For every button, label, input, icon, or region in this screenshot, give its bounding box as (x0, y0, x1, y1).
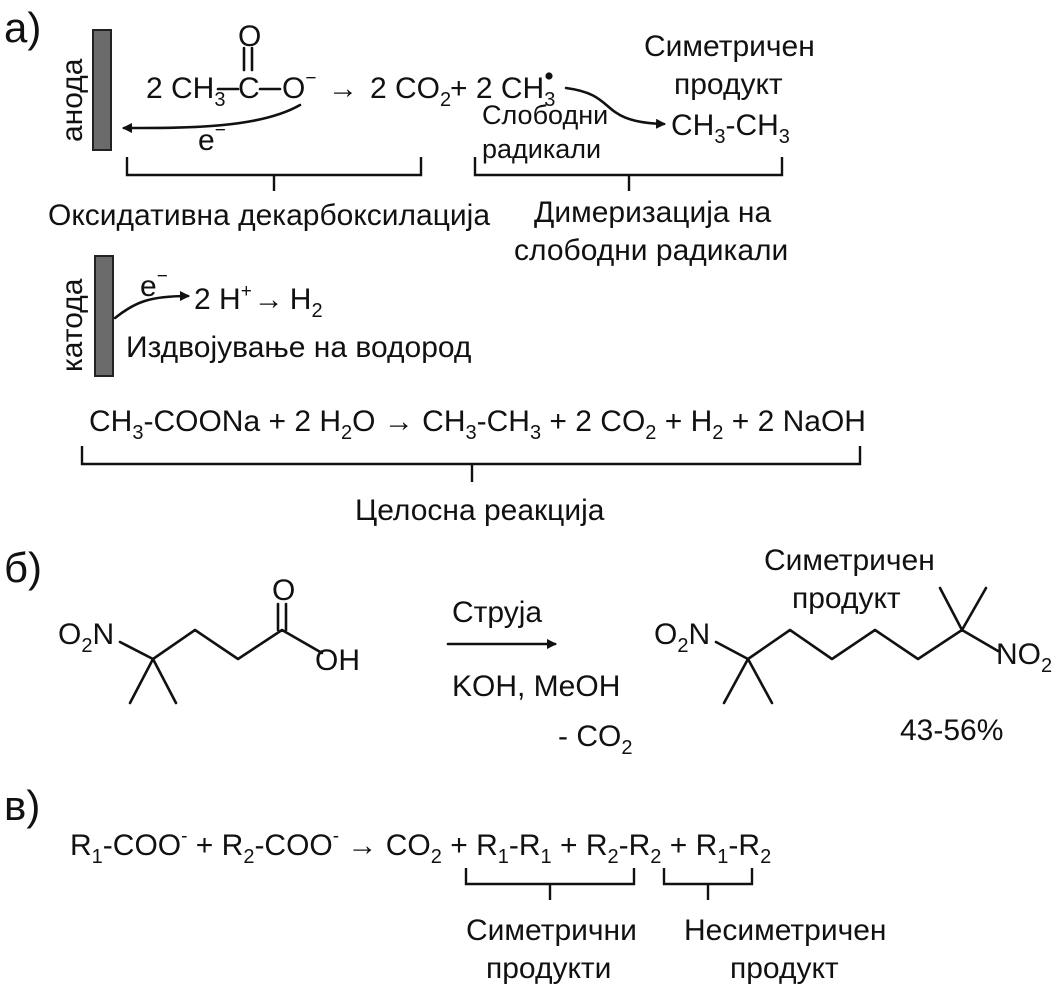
reactant-chain (118, 628, 324, 661)
bracket-oxidative-decarboxylation (125, 157, 423, 191)
methyl-radical: + 2 CH3 (450, 72, 555, 111)
general-equation-segment: + R (552, 829, 608, 862)
anode-electrode (92, 29, 112, 151)
general-equation-segment: + R (187, 829, 243, 862)
general-equation-segment: 1 (498, 846, 509, 868)
overall-equation-segment: + H (656, 405, 712, 438)
section-c-label: в) (4, 782, 40, 829)
general-equation-segment: 1 (717, 846, 728, 868)
general-equation-segment: + R (442, 829, 498, 862)
free-radicals-label-1: Слободни (482, 100, 608, 130)
overall-equation-segment: 2 (341, 422, 352, 444)
dimerization-label-2: слободни радикали (514, 234, 788, 267)
condition-current: Струја (452, 596, 542, 629)
overall-equation-segment: -CH (477, 405, 530, 438)
electron-from-cathode-arrow (113, 291, 190, 320)
asymmetric-product-label-2: продукт (730, 952, 839, 985)
symmetric-product-label-a2: продукт (674, 68, 783, 101)
general-equation-segment: -R (509, 829, 541, 862)
symmetric-product-label-b2: продукт (792, 582, 901, 615)
oxidative-decarboxylation-label: Оксидативна декарбоксилација (48, 199, 490, 232)
product-chain (714, 628, 1000, 661)
general-equation-segment: 2 (650, 846, 661, 868)
electron-label-cathode: e− (140, 266, 168, 303)
cathode-electrode (94, 255, 114, 377)
electron-to-anode-arrow (122, 103, 302, 133)
carbonyl-oxygen: O (238, 20, 261, 53)
general-equation-segment: - (181, 826, 187, 847)
general-equation-segment: 2 (431, 846, 442, 868)
bracket-overall-reaction (80, 446, 862, 482)
reactant-gem-dimethyl (128, 657, 178, 705)
product-nitro-group-left: O2N (654, 618, 710, 657)
symmetric-product-label-a1: Симетричен (644, 30, 815, 63)
dimerization-arrow (564, 86, 666, 129)
product-gem-dimethyl-right (938, 586, 988, 632)
carboxylate-oxygen: O− (282, 68, 316, 105)
bracket-symmetric-products (464, 868, 636, 900)
general-equation-segment: 1 (541, 846, 552, 868)
general-equation-segment: 2 (760, 846, 771, 868)
reaction-arrow-a: → (328, 72, 358, 105)
dimerization-label-1: Димеризација на (534, 196, 771, 229)
reactant-hydroxyl: OH (315, 644, 360, 677)
condition-solvent: KOH, MeOH (452, 670, 620, 703)
asymmetric-product-label-1: Несиметричен (684, 914, 887, 947)
general-kolbe-equation: R1-COO- + R2-COO- → CO2 + R1-R1 + R2-R2 … (70, 826, 771, 868)
overall-equation: CH3-COONa + 2 H2O → CH3-CH3 + 2 CO2 + H2… (89, 405, 866, 444)
cathode-label: катода (56, 278, 89, 372)
co2-product: 2 CO2 (370, 72, 451, 111)
product-yield: 43-56% (900, 714, 1003, 747)
product-nitro-group-right: NO2 (996, 638, 1052, 677)
overall-equation-segment: 3 (132, 422, 143, 444)
general-equation-segment: R (70, 829, 92, 862)
overall-equation-segment: 2 (712, 422, 723, 444)
overall-equation-segment: 2 (645, 422, 656, 444)
overall-equation-segment: + 2 CO (541, 405, 645, 438)
hydrogen-evolution-label: Издвојување на водород (126, 331, 471, 364)
radical-dot (545, 72, 553, 80)
overall-equation-segment: 3 (466, 422, 477, 444)
general-equation-segment: 1 (92, 846, 103, 868)
reactant-carbonyl-oxygen: O (272, 574, 295, 607)
general-equation-segment: 2 (608, 846, 619, 868)
overall-equation-segment: CH (89, 405, 132, 438)
general-equation-segment: → CO (339, 829, 431, 862)
overall-equation-segment: 3 (530, 422, 541, 444)
overall-equation-segment: -COONa + 2 H (143, 405, 341, 438)
general-equation-segment: -COO (103, 829, 181, 862)
hydrogen-evolution-equation: 2 H+→H2 (194, 281, 323, 322)
symmetric-products-label-2: продукти (486, 952, 611, 985)
bracket-dimerization (473, 157, 784, 191)
free-radicals-label-2: радикали (482, 134, 601, 164)
reactant-nitro-group: O2N (58, 618, 114, 657)
bracket-asymmetric-product (662, 868, 754, 900)
carboxyl-carbon: C (238, 72, 260, 105)
condition-minus-co2: - CO2 (558, 720, 632, 759)
acetate-coefficient: 2 CH3 (146, 72, 225, 111)
electron-label-anode: e− (198, 120, 226, 157)
symmetric-product-label-b1: Симетричен (764, 544, 935, 577)
overall-equation-segment: + 2 NaOH (723, 405, 866, 438)
section-a-label: а) (4, 4, 41, 51)
section-b-label: б) (4, 544, 42, 591)
overall-reaction-label: Целосна реакција (355, 494, 605, 527)
anode-label: анода (56, 58, 89, 142)
general-equation-segment: -COO (254, 829, 332, 862)
general-equation-segment: - (333, 826, 339, 847)
overall-equation-segment: O → CH (352, 405, 465, 438)
ethane-product: CH3-CH3 (671, 109, 790, 148)
general-equation-segment: -R (728, 829, 760, 862)
general-equation-segment: + R (661, 829, 717, 862)
product-gem-dimethyl-left (722, 657, 774, 705)
symmetric-products-label-1: Симетрични (466, 914, 637, 947)
general-equation-segment: -R (619, 829, 651, 862)
general-equation-segment: 2 (243, 846, 254, 868)
